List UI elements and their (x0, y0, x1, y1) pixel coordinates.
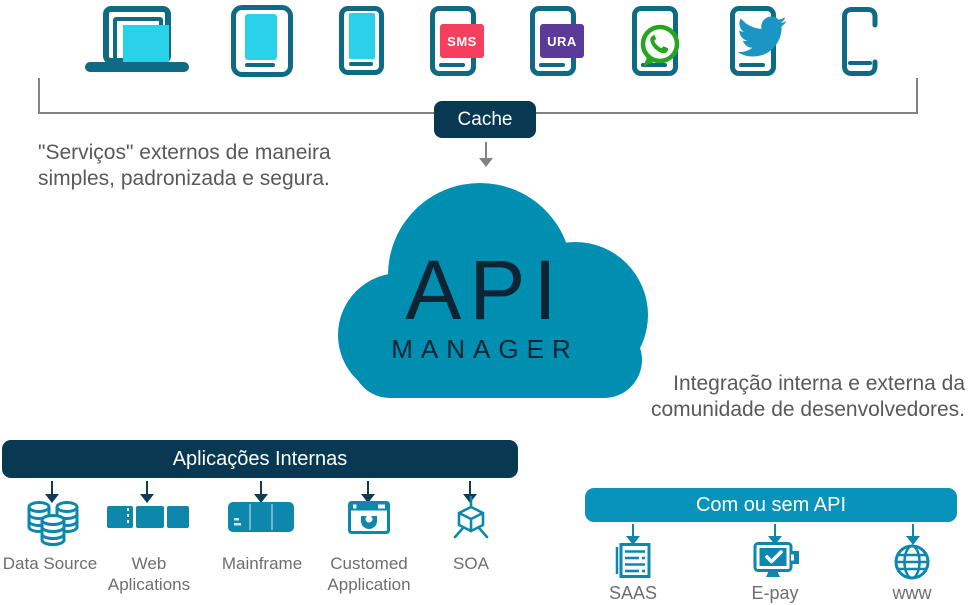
internal-apps-bar: Aplicações Internas (2, 440, 518, 478)
arrow-web-aplications (140, 481, 154, 503)
arrow-www (906, 524, 920, 545)
data-source-icon (27, 501, 79, 546)
label-soa: SOA (453, 554, 489, 573)
bracket-right-line (916, 78, 918, 114)
cloud-subtitle: MANAGER (391, 334, 579, 364)
web-aplications-icon (107, 506, 189, 528)
cache-arrow (479, 142, 493, 167)
laptop-icon (85, 6, 189, 76)
com-ou-sem-api-bar: Com ou sem API (585, 488, 957, 522)
bracket-left-line (38, 78, 40, 114)
www-globe-icon (894, 544, 930, 580)
label-web-aplications: Web Aplications (107, 554, 191, 594)
whatsapp-phone-icon (632, 6, 680, 76)
right-note: Integração interna e externa da comunida… (600, 371, 965, 423)
left-note-line1: "Serviços" externos de maneira (38, 141, 331, 164)
ura-badge: URA (540, 24, 584, 58)
ura-phone-icon: URA (530, 6, 584, 76)
left-note-line2: simples, padronizada e segura. (38, 167, 330, 190)
right-note-line1: Integração interna e externa da (673, 372, 965, 395)
saas-icon (615, 543, 651, 578)
left-note: "Serviços" externos de maneira simples, … (38, 140, 358, 192)
arrow-saas (626, 524, 640, 545)
whatsapp-icon (640, 24, 680, 67)
arrow-mainframe (254, 481, 268, 503)
cache-box: Cache (434, 101, 536, 138)
tablet-icon (231, 5, 293, 77)
arrow-data-source (45, 481, 59, 503)
mainframe-icon (228, 502, 294, 532)
soa-icon (453, 496, 489, 539)
sms-badge: SMS (440, 24, 484, 58)
label-customed-application: Customed Application (327, 554, 411, 594)
label-mainframe: Mainframe (221, 554, 303, 573)
open-phone-icon (838, 4, 882, 76)
label-www: www (892, 583, 932, 603)
smartphone-icon (339, 6, 384, 75)
twitter-phone-icon (730, 6, 787, 76)
customed-application-icon (348, 501, 390, 534)
cloud-title: API (405, 243, 565, 337)
right-note-line2: comunidade de desenvolvedores. (650, 398, 965, 421)
label-data-source: Data Source (2, 554, 98, 573)
sms-phone-icon: SMS (430, 6, 484, 76)
arrow-customed-application (361, 481, 375, 503)
label-epay: E-pay (751, 583, 799, 603)
twitter-icon (737, 16, 787, 57)
epay-icon (753, 542, 799, 577)
arrow-epay (768, 524, 782, 545)
label-saas: SAAS (608, 583, 658, 603)
